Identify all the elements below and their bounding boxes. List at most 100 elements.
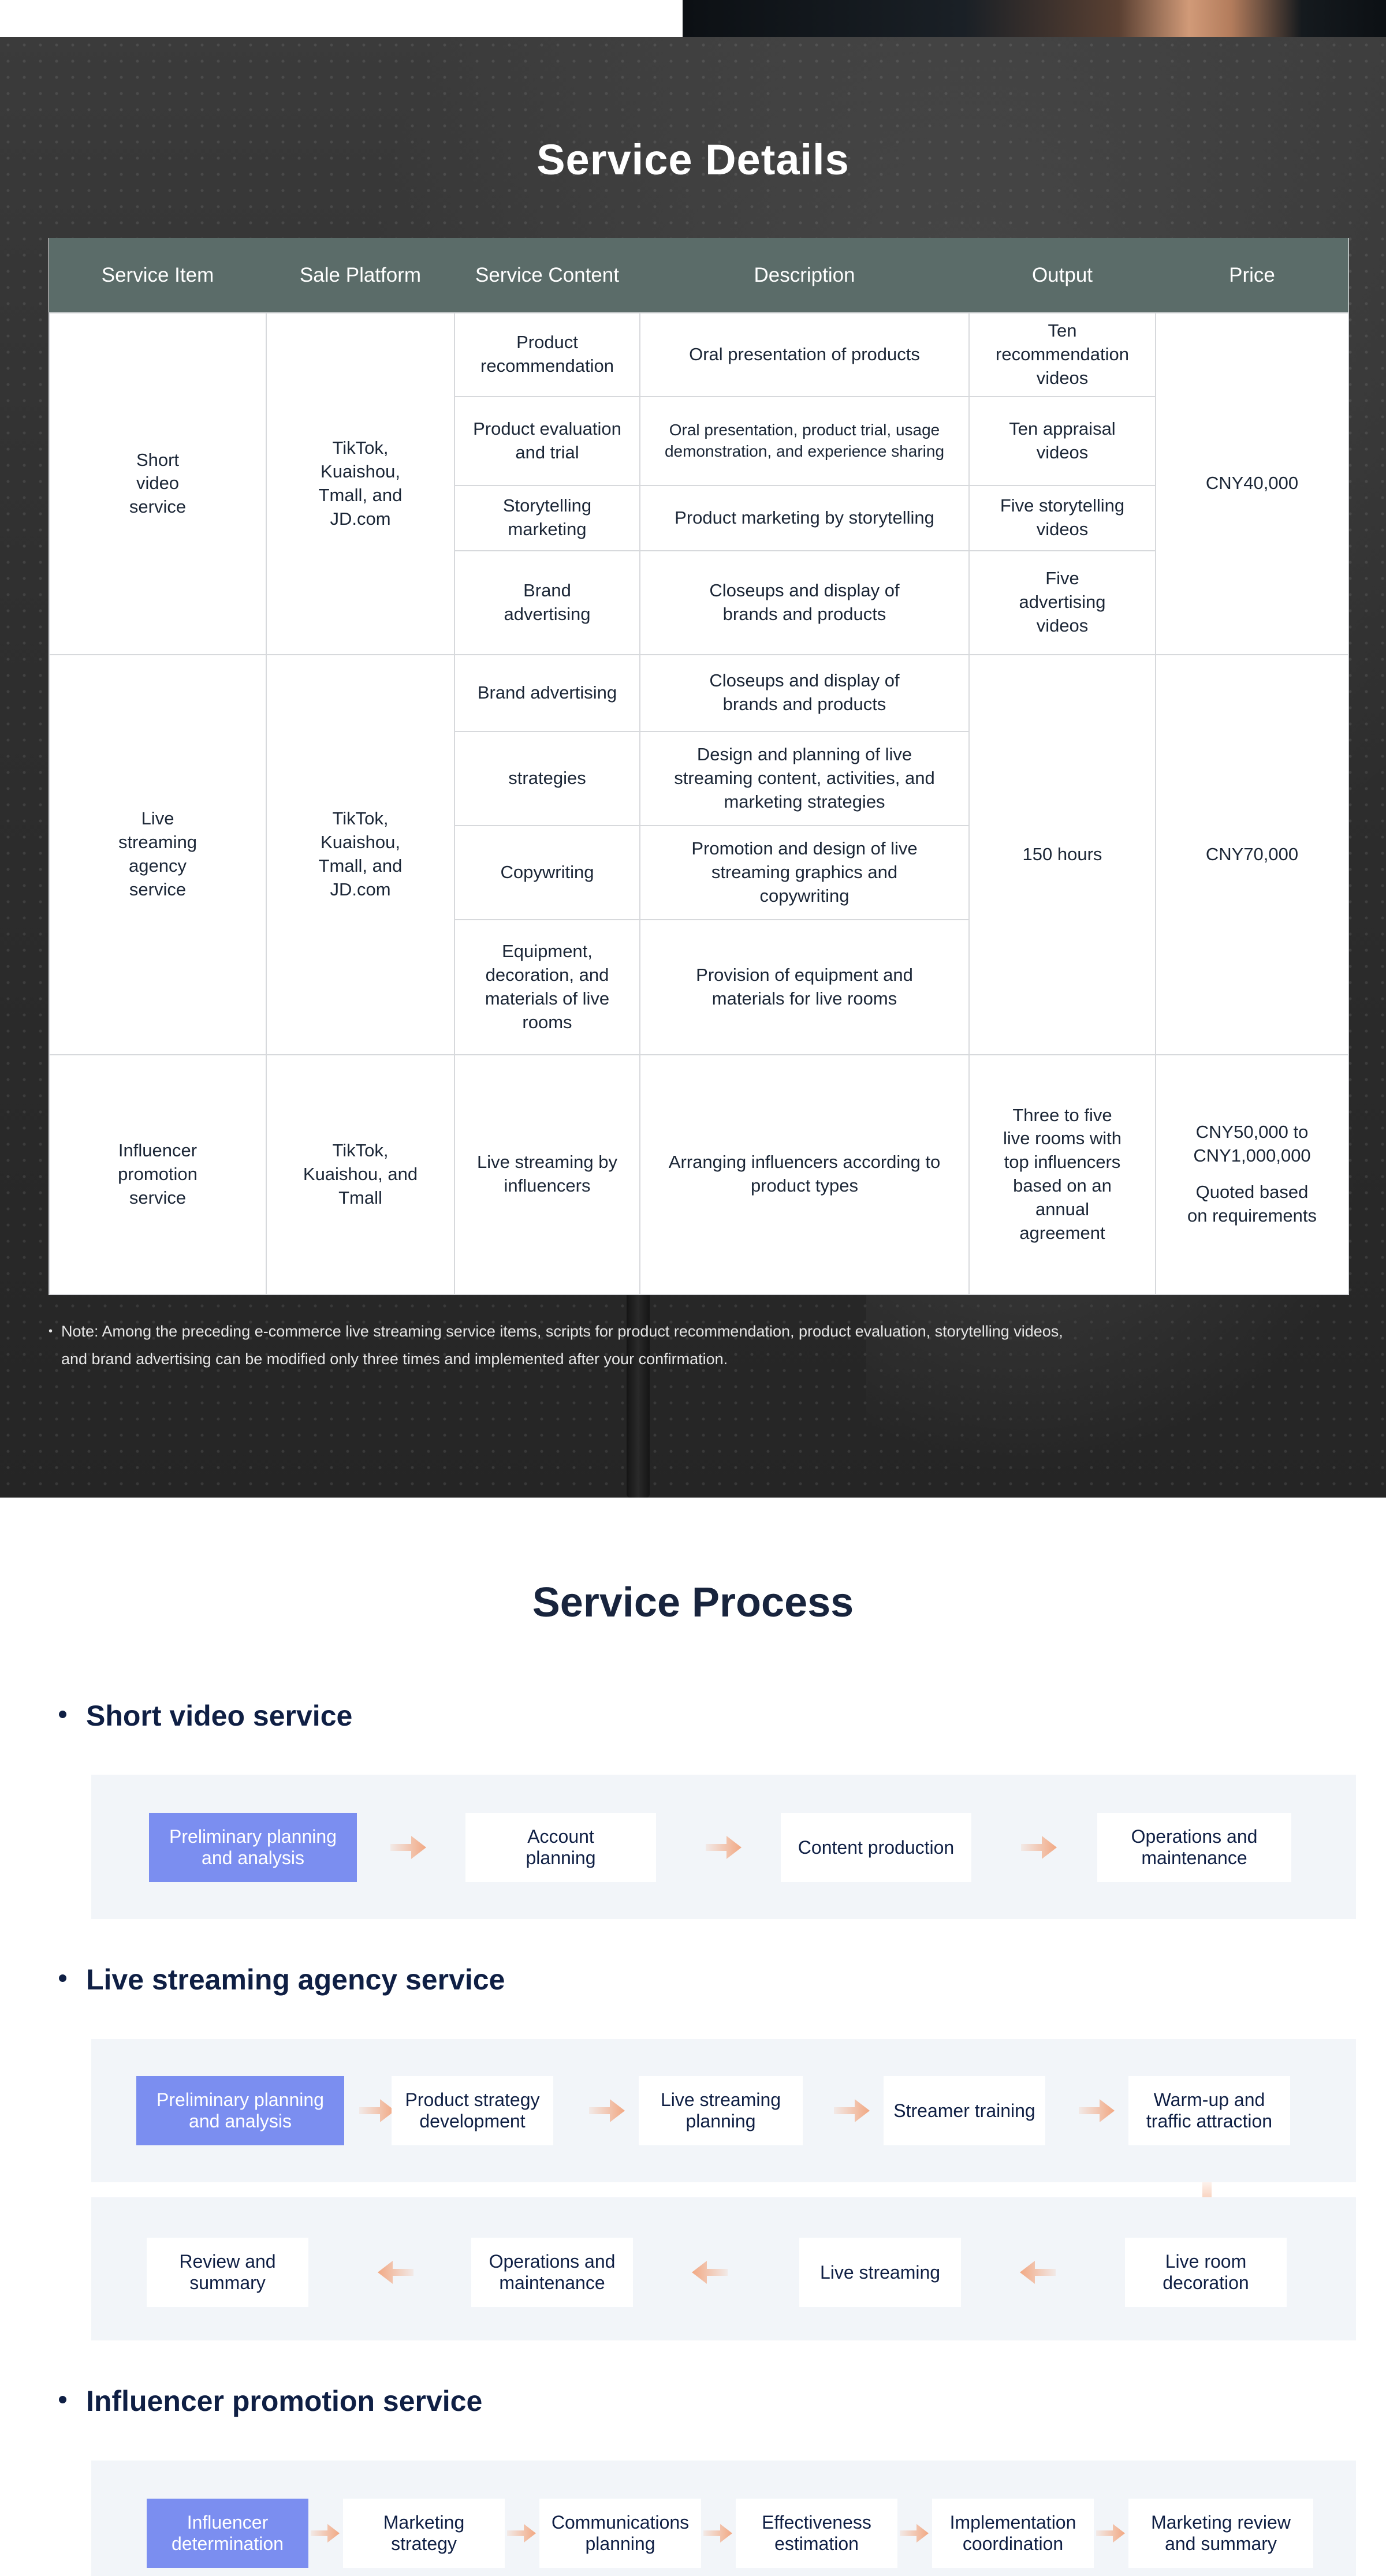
arrow-right-icon <box>834 2099 870 2122</box>
cell-service-content: Equipment, decoration, and materials of … <box>454 919 640 1055</box>
arrow-right-icon <box>390 1836 426 1859</box>
heading-bullet <box>59 1974 66 1983</box>
cell-service-item: Short video service <box>49 312 267 655</box>
arrow-right-icon <box>1021 1836 1057 1859</box>
heading-bullet <box>59 1711 66 1719</box>
cell-description: Promotion and design of live streaming g… <box>639 824 970 920</box>
heading-text: Influencer promotion service <box>86 2385 483 2417</box>
cell-description: Oral presentation, product trial, usage … <box>639 395 970 486</box>
table-header-row: Service Item Sale Platform Service Conte… <box>49 238 1348 313</box>
cell-sale-platform: TikTok, Kuaishou, and Tmall <box>266 1054 455 1295</box>
influencer-heading: Influencer promotion service <box>59 2384 482 2418</box>
flow-step[interactable]: Product strategy development <box>392 2076 553 2145</box>
cell-description: Arranging influencers according to produ… <box>639 1054 970 1295</box>
cell-output: 150 hours <box>968 654 1156 1055</box>
service-details-section: Service Details Service Item Sale Platfo… <box>0 37 1386 1498</box>
price-note: Quoted based on requirements <box>1187 1182 1317 1226</box>
short-video-heading: Short video service <box>59 1699 352 1733</box>
cell-price: CNY70,000 <box>1155 654 1349 1055</box>
cell-description: Product marketing by storytelling <box>639 484 970 551</box>
service-process-title: Service Process <box>532 1580 854 1626</box>
cell-service-content: Product recommendation <box>454 312 640 397</box>
header-service-content: Service Content <box>454 238 640 313</box>
live-streaming-flow-row1: Preliminary planning and analysis Produc… <box>91 2039 1356 2182</box>
flow-step[interactable]: Implementation coordination <box>932 2499 1094 2568</box>
live-streaming-flow-row2: Review and summary Operations and mainte… <box>91 2197 1356 2340</box>
cell-output: Three to five live rooms with top influe… <box>968 1054 1156 1295</box>
arrow-left-icon <box>378 2261 413 2284</box>
heading-bullet <box>59 2396 66 2404</box>
flow-step[interactable]: Account planning <box>465 1813 656 1882</box>
cell-service-content: Storytelling marketing <box>454 484 640 551</box>
table-row: Short video service TikTok, Kuaishou, Tm… <box>49 312 1349 655</box>
table-row: Brand advertising Closeups and display o… <box>49 550 1348 655</box>
table-row: Copywriting Promotion and design of live… <box>49 824 1348 920</box>
flow-step[interactable]: Marketing review and summary <box>1128 2499 1313 2568</box>
table-row: Product evaluation and trial Oral presen… <box>49 395 1348 486</box>
cell-service-content: Live streaming by influencers <box>454 1054 640 1295</box>
arrow-right-icon <box>706 1836 742 1859</box>
cell-service-item: Influencer promotion service <box>49 1054 267 1295</box>
flow-step[interactable]: Preliminary planning and analysis <box>136 2076 344 2145</box>
flow-step[interactable]: Preliminary planning and analysis <box>149 1813 357 1882</box>
header-sale-platform: Sale Platform <box>266 238 454 313</box>
cell-description: Design and planning of live streaming co… <box>639 730 970 826</box>
table-row: Storytelling marketing Product marketing… <box>49 484 1348 551</box>
table-row: strategies Design and planning of live s… <box>49 730 1348 826</box>
service-details-title: Service Details <box>536 136 850 184</box>
cell-description: Closeups and display of brands and produ… <box>639 550 970 655</box>
flow-step[interactable]: Effectiveness estimation <box>736 2499 897 2568</box>
cell-service-content: Brand advertising <box>454 550 640 655</box>
cell-service-item: Live streaming agency service <box>49 654 267 1055</box>
flow-step[interactable]: Live streaming planning <box>639 2076 803 2145</box>
flow-step[interactable]: Live streaming <box>799 2238 961 2307</box>
flow-step[interactable]: Content production <box>781 1813 971 1882</box>
flow-step[interactable]: Live room decoration <box>1125 2238 1287 2307</box>
arrow-right-icon <box>589 2099 625 2122</box>
heading-text: Short video service <box>86 1700 353 1732</box>
flow-step[interactable]: Communications planning <box>539 2499 701 2568</box>
header-service-item: Service Item <box>49 238 266 313</box>
arrow-right-icon <box>703 2522 732 2545</box>
cell-service-content: Copywriting <box>454 824 640 920</box>
short-video-flow: Preliminary planning and analysis Accoun… <box>91 1775 1356 1919</box>
price-range: CNY50,000 to CNY1,000,000 <box>1193 1122 1311 1166</box>
arrow-right-icon <box>311 2522 340 2545</box>
header-price: Price <box>1156 238 1348 313</box>
arrow-right-icon <box>1079 2099 1115 2122</box>
table-row: Influencer promotion service TikTok, Kua… <box>49 1054 1349 1295</box>
service-note: • Note: Among the preceding e-commerce l… <box>49 1317 1204 1373</box>
table-row: Equipment, decoration, and materials of … <box>49 919 1348 1055</box>
header-output: Output <box>969 238 1156 313</box>
note-bullet: • <box>49 1325 53 1338</box>
service-details-table: Service Item Sale Platform Service Conte… <box>49 238 1349 1295</box>
arrow-left-icon <box>692 2261 728 2284</box>
cell-description: Closeups and display of brands and produ… <box>639 654 970 732</box>
flow-step[interactable]: Review and summary <box>147 2238 308 2307</box>
flow-step[interactable]: Streamer training <box>884 2076 1045 2145</box>
header-description: Description <box>640 238 969 313</box>
cell-service-content: strategies <box>454 730 640 826</box>
flow-step[interactable]: Operations and maintenance <box>471 2238 633 2307</box>
cell-output: Five storytelling videos <box>968 484 1156 551</box>
cell-sale-platform: TikTok, Kuaishou, Tmall, and JD.com <box>266 654 455 1055</box>
flow-step[interactable]: Marketing strategy <box>343 2499 505 2568</box>
flow-step[interactable]: Influencer determination <box>147 2499 308 2568</box>
flow-step[interactable]: Operations and maintenance <box>1097 1813 1291 1882</box>
cell-description: Oral presentation of products <box>639 312 970 397</box>
hero-photo-edge <box>683 0 1386 37</box>
cell-price: CNY40,000 <box>1155 312 1349 655</box>
live-streaming-heading: Live streaming agency service <box>59 1963 505 1996</box>
heading-text: Live streaming agency service <box>86 1963 505 1996</box>
cell-description: Provision of equipment and materials for… <box>639 919 970 1055</box>
cell-service-content: Product evaluation and trial <box>454 395 640 486</box>
influencer-flow: Influencer determination Marketing strat… <box>91 2461 1356 2576</box>
arrow-right-icon <box>1096 2522 1125 2545</box>
cell-service-content: Brand advertising <box>454 654 640 732</box>
cell-output: Ten appraisal videos <box>968 395 1156 486</box>
note-text: Note: Among the preceding e-commerce liv… <box>61 1323 1063 1368</box>
flow-step[interactable]: Warm-up and traffic attraction <box>1128 2076 1290 2145</box>
table-row: Live streaming agency service TikTok, Ku… <box>49 654 1349 1055</box>
arrow-right-icon <box>359 2099 395 2122</box>
cell-output: Five advertising videos <box>968 550 1156 655</box>
